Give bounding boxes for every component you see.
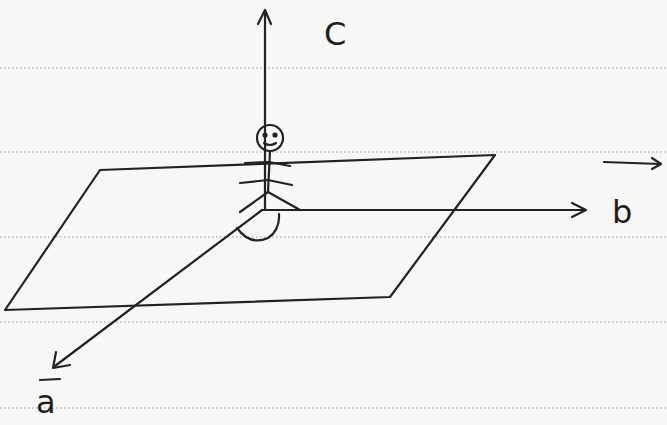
axis-label: a <box>36 386 56 418</box>
axis-label: C <box>324 18 346 50</box>
stick-figure <box>240 125 300 212</box>
vector-bar <box>652 158 661 169</box>
vector-bar <box>40 379 60 380</box>
axis-label: b <box>612 196 632 228</box>
notebook-lines <box>0 68 667 408</box>
a-axis <box>55 210 262 366</box>
arrow-head <box>572 203 586 217</box>
arrow-head <box>258 10 271 24</box>
b-axis <box>262 209 585 211</box>
arrow-head <box>53 352 70 368</box>
plane <box>5 155 495 310</box>
vector-bar <box>604 162 660 164</box>
angle-mark <box>237 214 279 240</box>
